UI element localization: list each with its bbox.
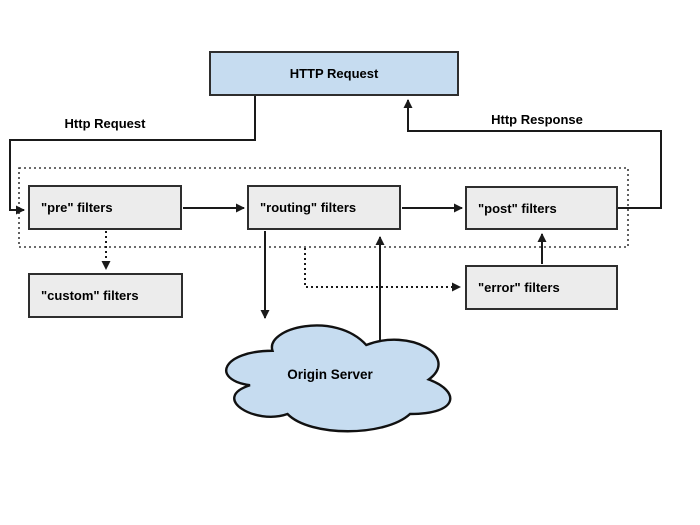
node-post-filters: "post" filters <box>465 186 618 230</box>
node-error-filters-label: "error" filters <box>478 280 560 295</box>
http-request-edge-label: Http Request <box>64 116 146 131</box>
origin-server-label: Origin Server <box>287 367 373 382</box>
edge-chain-to-error-dotted <box>304 248 461 292</box>
node-routing-filters: "routing" filters <box>247 185 401 230</box>
node-http-request: HTTP Request <box>209 51 459 96</box>
origin-server-cloud <box>225 324 452 433</box>
node-http-request-label: HTTP Request <box>289 66 379 81</box>
node-custom-filters: "custom" filters <box>28 273 183 318</box>
http-response-edge-label: Http Response <box>491 112 583 127</box>
node-post-filters-label: "post" filters <box>478 200 557 216</box>
node-pre-filters: "pre" filters <box>28 185 182 230</box>
node-custom-filters-label: "custom" filters <box>41 288 139 303</box>
edge-post-to-http-response <box>403 99 662 209</box>
edge-http-request-to-pre <box>9 96 256 215</box>
node-routing-filters-label: "routing" filters <box>260 200 357 215</box>
node-pre-filters-label: "pre" filters <box>41 200 113 215</box>
node-error-filters: "error" filters <box>465 265 618 310</box>
